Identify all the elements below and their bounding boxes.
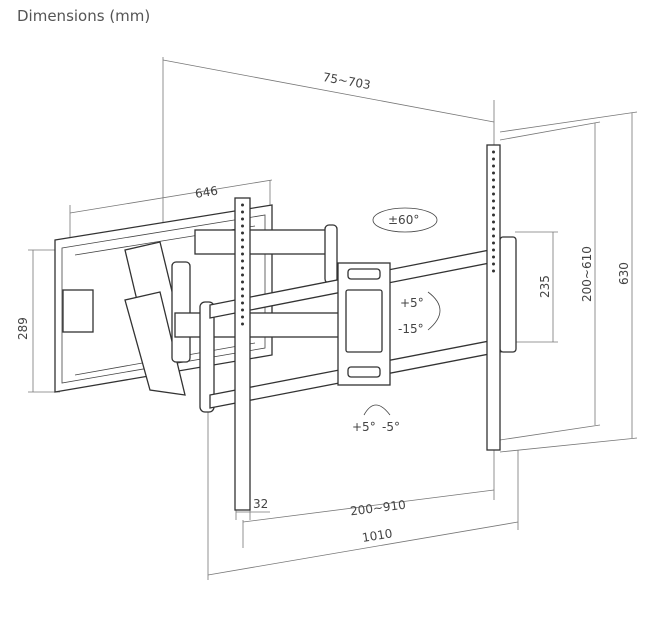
dim-label-rail-height: 630 [617, 262, 631, 285]
rail-hole [241, 203, 244, 207]
rail-hole [241, 301, 244, 305]
dim-1010: 1010 [207, 400, 519, 580]
rail-hole [241, 210, 244, 214]
center-mount-plate [337, 262, 391, 386]
rail-hole [241, 217, 244, 221]
rail-hole [492, 157, 495, 161]
rail-hole [492, 150, 495, 154]
rail-hole [241, 273, 244, 277]
rail-hole [492, 185, 495, 189]
dim-label-center-height: 235 [538, 275, 552, 298]
level-minus-label: -5° [382, 420, 400, 434]
dim-630: 630 [499, 111, 638, 453]
rail-hole [241, 259, 244, 263]
tilt-down-label: -15° [398, 322, 424, 336]
rail-hole [492, 164, 495, 168]
dim-646: 646 [69, 179, 273, 240]
dim-label-plate-width: 646 [194, 184, 219, 201]
dim-200-610: 200~610 [499, 121, 601, 441]
rail-hole [492, 192, 495, 196]
dim-200-910: 200~910 [242, 440, 495, 523]
rail-hole [241, 238, 244, 242]
rail-hole [241, 224, 244, 228]
dim-label-plate-height: 289 [16, 317, 30, 340]
dim-label-horizontal-spacing: 200~910 [349, 498, 406, 519]
dim-label-rail-width: 32 [253, 497, 268, 511]
rail-hole [241, 322, 244, 326]
diagram-title: Dimensions (mm) [17, 7, 151, 25]
rail-hole [241, 294, 244, 298]
tilt-indicator: +5° -15° [398, 291, 441, 336]
rail-hole [492, 206, 495, 210]
tv-rail-left [234, 197, 251, 511]
tv-rail-right [486, 144, 501, 451]
rail-hole [492, 199, 495, 203]
swivel-indicator: ±60° [372, 207, 438, 233]
rail-hole [492, 262, 495, 266]
dim-235: 235 [515, 231, 558, 343]
rail-hole [241, 231, 244, 235]
rail-hole [492, 220, 495, 224]
rail-hole [492, 255, 495, 259]
rail-hole [241, 308, 244, 312]
dim-289: 289 [16, 249, 60, 393]
rail-hole [241, 245, 244, 249]
rail-hole [492, 171, 495, 175]
rail-hole [492, 213, 495, 217]
rail-hole [241, 287, 244, 291]
rail-hole [492, 227, 495, 231]
rail-hole [492, 234, 495, 238]
rail-hole [492, 269, 495, 273]
level-indicator: +5° -5° [352, 404, 400, 434]
rail-hole [241, 280, 244, 284]
rail-hole [241, 266, 244, 270]
swing-arms [124, 224, 341, 413]
rail-hole [492, 178, 495, 182]
tilt-up-label: +5° [400, 296, 424, 310]
dim-75-703: 75~703 [162, 57, 495, 240]
rail-hole [492, 241, 495, 245]
level-plus-label: +5° [352, 420, 376, 434]
dim-label-vertical-spacing: 200~610 [580, 246, 594, 302]
dim-label-overall-width: 1010 [361, 526, 393, 545]
rail-hole [241, 315, 244, 319]
swivel-angle-label: ±60° [388, 213, 419, 227]
dim-label-depth: 75~703 [322, 70, 372, 92]
rail-hole [241, 252, 244, 256]
rail-hole [492, 248, 495, 252]
